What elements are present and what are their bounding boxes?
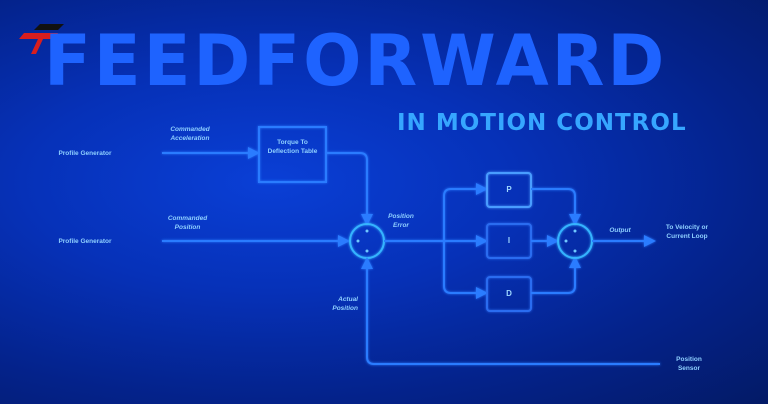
position-error-label: Position Error <box>388 213 414 229</box>
velocity-current-loop-label: To Velocity or Current Loop <box>665 224 709 240</box>
profile-generator-1-label: Profile Generator <box>58 150 112 157</box>
p-block: P <box>506 185 512 194</box>
commanded-position-label: Commanded Position <box>167 215 208 231</box>
position-sensor-label: Position Sensor <box>676 356 702 372</box>
actual-position-label: Actual Position <box>332 296 358 312</box>
torque-table-block: Torque To Deflection Table <box>267 139 318 155</box>
profile-generator-2-label: Profile Generator <box>58 238 112 245</box>
t-logo-icon <box>19 24 64 54</box>
page-subtitle: IN MOTION CONTROL <box>397 110 687 136</box>
d-block: D <box>506 289 512 298</box>
page-title: FEEDFORWARD <box>44 20 668 102</box>
output-label: Output <box>609 227 631 234</box>
commanded-acceleration-label: Commanded Acceleration <box>170 126 210 142</box>
i-block: I <box>507 236 511 245</box>
